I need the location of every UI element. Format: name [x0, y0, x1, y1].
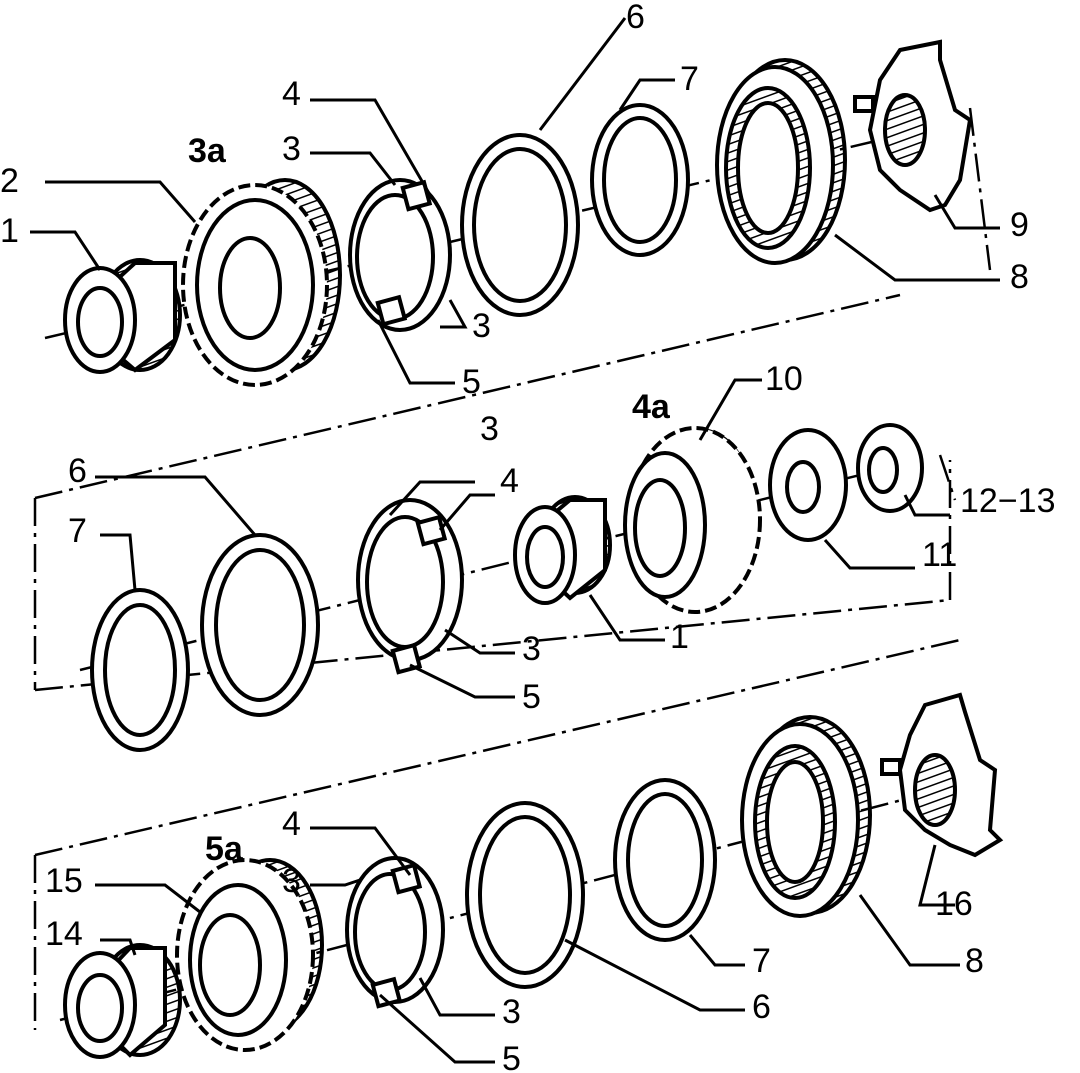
- label-row1-3-top: 3: [282, 130, 301, 168]
- label-row1-8: 8: [1010, 258, 1029, 296]
- needle-bearing-14: [63, 943, 182, 1059]
- label-row3-6: 6: [752, 988, 771, 1026]
- needle-bearing-1-row2: [513, 495, 612, 605]
- label-row3-3-top: 3: [282, 862, 301, 900]
- label-row3-5a: 5a: [205, 830, 244, 868]
- label-row3-15: 15: [45, 862, 83, 900]
- circlip-7-row2: [90, 588, 190, 752]
- label-row1-4: 4: [282, 75, 301, 113]
- row2-parts: [90, 423, 924, 752]
- row3-parts: [63, 692, 1004, 1059]
- label-row2-3-top: 3: [480, 410, 499, 448]
- sleeve-8: [715, 58, 847, 265]
- label-row2-1: 1: [670, 618, 689, 656]
- circlip-7: [590, 103, 690, 257]
- sleeve-8-row3: [740, 715, 872, 918]
- labels: 1 2 3a 3 4 3 5 6 7 8 9 6 7 3 4 3 5 1 4a …: [0, 0, 1056, 1073]
- label-row3-4: 4: [282, 805, 301, 843]
- label-row1-3a: 3a: [188, 132, 227, 170]
- label-row2-3-bottom: 3: [522, 630, 541, 668]
- gear-5a: [175, 858, 324, 1052]
- label-row1-2: 2: [0, 162, 19, 200]
- gear-4a: [623, 426, 762, 614]
- label-row1-3-bottom: 3: [472, 307, 491, 345]
- label-row2-4: 4: [500, 462, 519, 500]
- label-row3-7: 7: [752, 942, 771, 980]
- label-row2-10: 10: [765, 360, 803, 398]
- synchro-ring-3: [348, 178, 452, 332]
- label-row2-7: 7: [68, 512, 87, 550]
- label-row1-9: 9: [1010, 206, 1029, 244]
- hub-9: [853, 39, 973, 213]
- leader-lines: [30, 17, 1000, 1064]
- label-row3-3-bottom: 3: [502, 993, 521, 1031]
- label-row2-5: 5: [522, 678, 541, 716]
- bearing-11: [768, 428, 848, 542]
- row1-parts: [63, 39, 973, 387]
- label-row1-5: 5: [462, 363, 481, 401]
- split-ring-6: [460, 133, 580, 317]
- label-row1-7: 7: [680, 60, 699, 98]
- label-row3-8: 8: [965, 942, 984, 980]
- label-row3-5: 5: [502, 1040, 521, 1073]
- bearing-12-13: [856, 423, 924, 513]
- label-row3-14: 14: [45, 915, 83, 953]
- label-row3-16: 16: [935, 885, 973, 923]
- label-row2-12-13: 12−13: [960, 482, 1056, 520]
- hub-16: [880, 692, 1004, 858]
- needle-bearing-1: [63, 258, 182, 374]
- gear-3a: [181, 178, 342, 387]
- label-row2-6: 6: [68, 452, 87, 490]
- label-row1-6: 6: [626, 0, 645, 36]
- label-row1-1: 1: [0, 212, 19, 250]
- circlip-7-row3: [613, 778, 717, 942]
- synchro-ring-3-row3: [345, 856, 445, 1009]
- label-row2-4a: 4a: [632, 388, 671, 426]
- split-ring-6-row3: [465, 801, 585, 989]
- synchro-ring-3-row2: [356, 498, 464, 675]
- label-row2-11: 11: [922, 536, 957, 574]
- split-ring-6-row2: [200, 533, 320, 717]
